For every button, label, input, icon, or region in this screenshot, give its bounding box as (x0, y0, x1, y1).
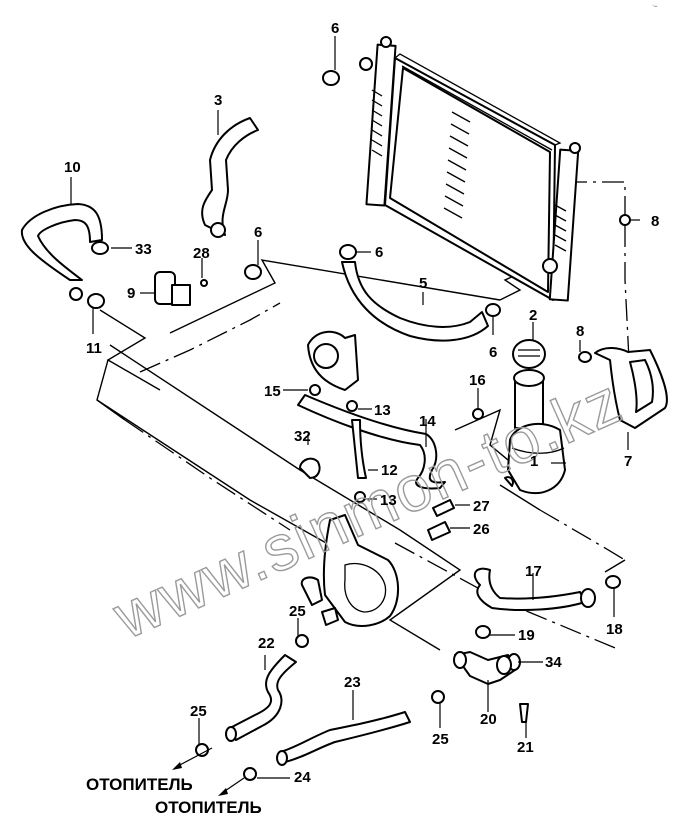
hose-14 (297, 394, 446, 490)
clamp-16 (472, 408, 484, 420)
callout-13b: 13 (380, 492, 397, 509)
callout-33: 33 (135, 241, 152, 258)
clamp-24 (243, 767, 257, 781)
clamp-11 (87, 293, 105, 309)
callout-25a: 25 (289, 603, 306, 620)
hose-3 (201, 117, 259, 236)
callout-5: 5 (419, 275, 427, 292)
heater-label-2: ОТОПИТЕЛЬ (155, 798, 262, 817)
callout-9: 9 (127, 285, 135, 302)
clamp-25a (295, 634, 309, 648)
water-outlet (300, 499, 455, 627)
callout-22: 22 (258, 635, 275, 652)
callout-6c: 6 (375, 244, 383, 261)
hose-5 (341, 261, 489, 342)
callout-18: 18 (606, 621, 623, 638)
callout-3: 3 (214, 92, 222, 109)
clamp-25c (431, 690, 445, 704)
clamp-19 (475, 625, 491, 639)
callout-25c: 25 (432, 731, 449, 748)
clamp-13a (346, 400, 358, 412)
callout-11: 11 (86, 340, 102, 357)
clamp-13b (354, 491, 366, 503)
callout-26: 26 (473, 521, 490, 538)
callout-24: 24 (294, 769, 311, 786)
clamp-25b (195, 743, 209, 757)
hose-12 (351, 419, 367, 479)
callout-1: 1 (530, 453, 538, 470)
callout-21: 21 (517, 739, 534, 756)
expansion-tank (504, 339, 566, 495)
callout-12: 12 (381, 462, 398, 479)
hose-23 (279, 711, 411, 763)
callout-6d: 6 (489, 344, 497, 361)
callout-27: 27 (473, 498, 490, 515)
callout-7: 7 (624, 453, 632, 470)
radiator (359, 36, 581, 302)
callout-23: 23 (344, 674, 361, 691)
clamp-6b (244, 264, 262, 280)
callout-17: 17 (525, 563, 542, 580)
clamps (87, 70, 631, 781)
clamp-6c (339, 244, 357, 260)
clamp-6a (322, 70, 340, 86)
hose-17 (473, 567, 586, 611)
clamp-6d (485, 303, 501, 317)
hoses (20, 117, 668, 766)
callout-labels: 1 2 3 5 6 6 6 6 7 8 8 9 10 11 12 13 13 1… (64, 20, 659, 786)
corner-mark: ᐟ━ (652, 4, 658, 10)
callout-16: 16 (469, 372, 486, 389)
callout-25b: 25 (190, 703, 207, 720)
heater-label-1: ОТОПИТЕЛЬ (86, 775, 193, 794)
callout-15: 15 (264, 383, 281, 400)
callout-20: 20 (480, 711, 497, 728)
clamp-8b (578, 351, 592, 363)
callout-14: 14 (419, 413, 436, 430)
clamp-8a (619, 214, 631, 226)
clamp-15 (309, 384, 321, 396)
callout-10: 10 (64, 159, 81, 176)
callout-6b: 6 (254, 224, 262, 241)
callout-28: 28 (193, 245, 210, 262)
hose-22 (229, 654, 297, 741)
callout-8b: 8 (576, 323, 584, 340)
callout-19: 19 (518, 627, 535, 644)
clamp-33 (91, 241, 109, 255)
clamp-34 (496, 655, 512, 675)
callout-8a: 8 (651, 213, 659, 230)
callout-34: 34 (545, 654, 562, 671)
clamp-18 (605, 575, 621, 589)
hose-10 (20, 203, 103, 281)
callout-6a: 6 (331, 20, 339, 37)
callout-13a: 13 (374, 402, 391, 419)
throttle-body (299, 330, 359, 479)
hose-7 (594, 347, 668, 429)
callout-32: 32 (294, 428, 311, 445)
callout-2: 2 (529, 307, 537, 324)
leader-lines (70, 36, 640, 796)
